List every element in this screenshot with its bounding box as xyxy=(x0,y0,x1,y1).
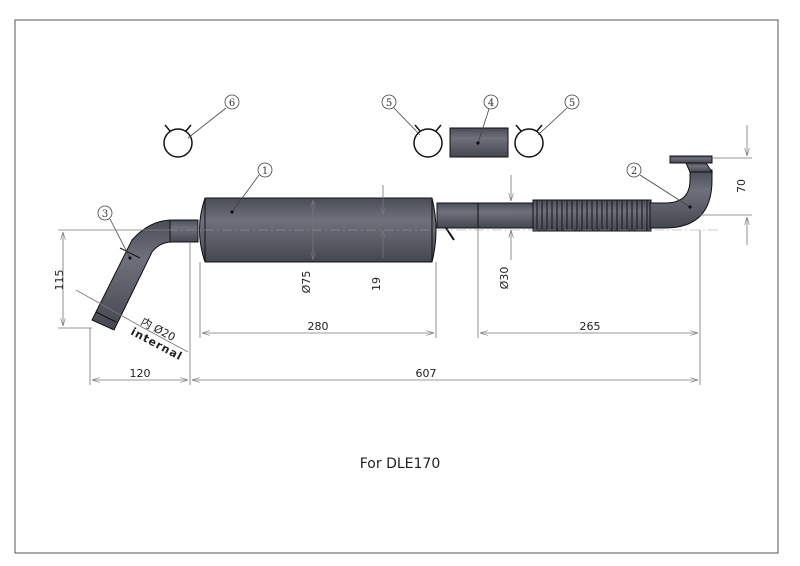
balloon-label: 1 xyxy=(262,166,268,177)
balloon-2: 2 xyxy=(626,162,642,178)
balloon-label: 4 xyxy=(488,98,494,109)
tailpipe xyxy=(91,219,199,331)
header-pipe xyxy=(436,155,713,232)
balloon-label: 3 xyxy=(102,209,108,220)
balloon-5-left: 5 xyxy=(381,94,397,110)
dim-tail-height: 115 xyxy=(53,270,66,291)
balloon-3: 3 xyxy=(97,205,113,221)
dim-tail-width: 120 xyxy=(130,367,151,380)
balloon-6: 6 xyxy=(224,94,240,110)
caption: For DLE170 xyxy=(359,456,441,472)
balloon-label: 6 xyxy=(229,98,235,109)
clamp-left xyxy=(413,124,443,158)
header-flange xyxy=(669,155,713,164)
dim-pipe-diameter: Ø30 xyxy=(498,267,511,290)
dim-muffler-diameter: Ø75 xyxy=(300,271,313,294)
balloon-1: 1 xyxy=(257,162,273,178)
balloon-label: 2 xyxy=(631,166,637,177)
sheet-border xyxy=(14,19,779,554)
dim-flange-height: 70 xyxy=(735,179,748,193)
clamp-tail xyxy=(163,124,193,158)
dim-overall-length: 607 xyxy=(416,367,437,380)
dim-muffler-length: 280 xyxy=(308,320,329,333)
balloon-label: 5 xyxy=(386,98,392,109)
clamp-right xyxy=(514,124,544,158)
balloon-4: 4 xyxy=(483,94,499,110)
dim-pipe-length: 265 xyxy=(580,320,601,333)
dim-outlet-offset: 19 xyxy=(370,277,383,291)
balloon-5-right: 5 xyxy=(564,94,580,110)
balloon-label: 5 xyxy=(569,98,575,109)
